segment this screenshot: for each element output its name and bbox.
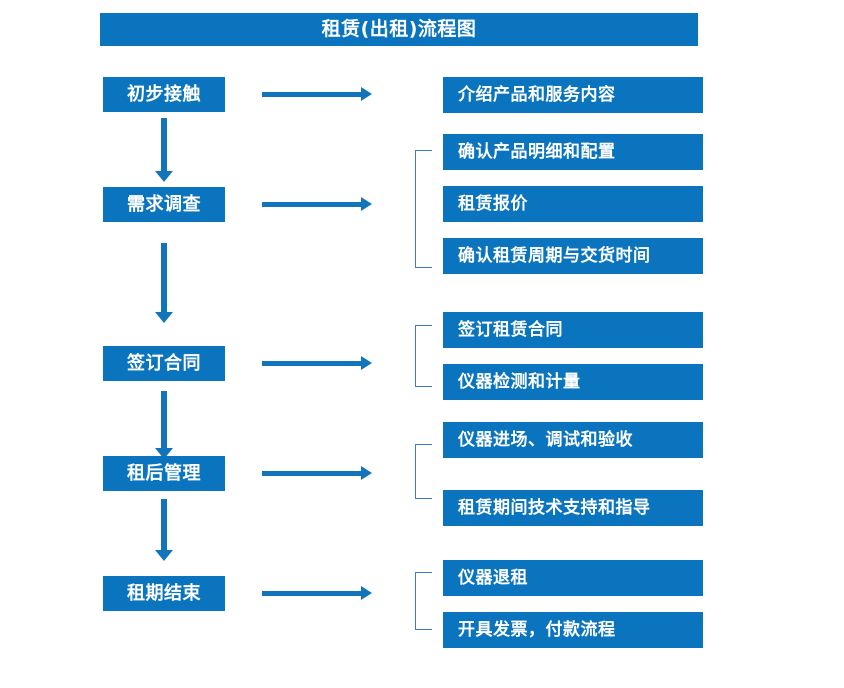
stage-box-5[interactable]: 租期结束 [103,576,225,611]
stage-box-3[interactable]: 签订合同 [103,346,225,381]
detail-box-5-2[interactable]: 开具发票，付款流程 [443,612,703,648]
stage-box-1[interactable]: 初步接触 [103,77,225,112]
arrow-head [361,197,372,211]
detail-box-2-3[interactable]: 确认租赁周期与交货时间 [443,238,703,274]
arrow-head [361,356,372,370]
arrow-shaft [161,118,167,171]
stage-box-4[interactable]: 租后管理 [103,456,225,491]
arrow-stage-1-to-stage-2 [155,118,173,182]
arrow-head [361,586,372,600]
arrow-shaft [262,361,361,366]
arrow-stage-2-to-details [262,197,372,211]
arrow-stage-4-to-stage-5 [155,499,173,561]
arrow-stage-1-to-details [262,87,372,101]
detail-box-2-1[interactable]: 确认产品明细和配置 [443,134,703,170]
stage-box-2[interactable]: 需求调查 [103,187,225,222]
detail-box-4-2[interactable]: 租赁期间技术支持和指导 [443,490,703,526]
page-title: 租赁(出租)流程图 [100,13,698,46]
detail-box-5-1[interactable]: 仪器退租 [443,560,703,596]
arrow-head [155,312,173,323]
arrow-stage-4-to-details [262,466,372,480]
arrow-stage-3-to-stage-4 [155,391,173,459]
bracket-group-4 [415,444,432,499]
detail-box-4-1[interactable]: 仪器进场、调试和验收 [443,422,703,458]
arrow-head [155,550,173,561]
arrow-head [361,466,372,480]
detail-box-1-1[interactable]: 介绍产品和服务内容 [443,77,703,113]
bracket-group-3 [415,325,432,387]
detail-box-2-2[interactable]: 租赁报价 [443,186,703,222]
arrow-shaft [161,391,167,448]
arrow-head [155,448,173,459]
arrow-stage-3-to-details [262,356,372,370]
arrow-shaft [262,471,361,476]
arrow-head [361,87,372,101]
bracket-group-2 [415,150,432,268]
arrow-shaft [262,92,361,97]
arrow-shaft [161,499,167,550]
detail-box-3-1[interactable]: 签订租赁合同 [443,312,703,348]
detail-box-3-2[interactable]: 仪器检测和计量 [443,364,703,400]
arrow-head [155,171,173,182]
bracket-group-5 [415,572,432,630]
arrow-shaft [161,243,167,312]
arrow-shaft [262,591,361,596]
arrow-stage-5-to-details [262,586,372,600]
arrow-stage-2-to-stage-3 [155,243,173,323]
arrow-shaft [262,202,361,207]
